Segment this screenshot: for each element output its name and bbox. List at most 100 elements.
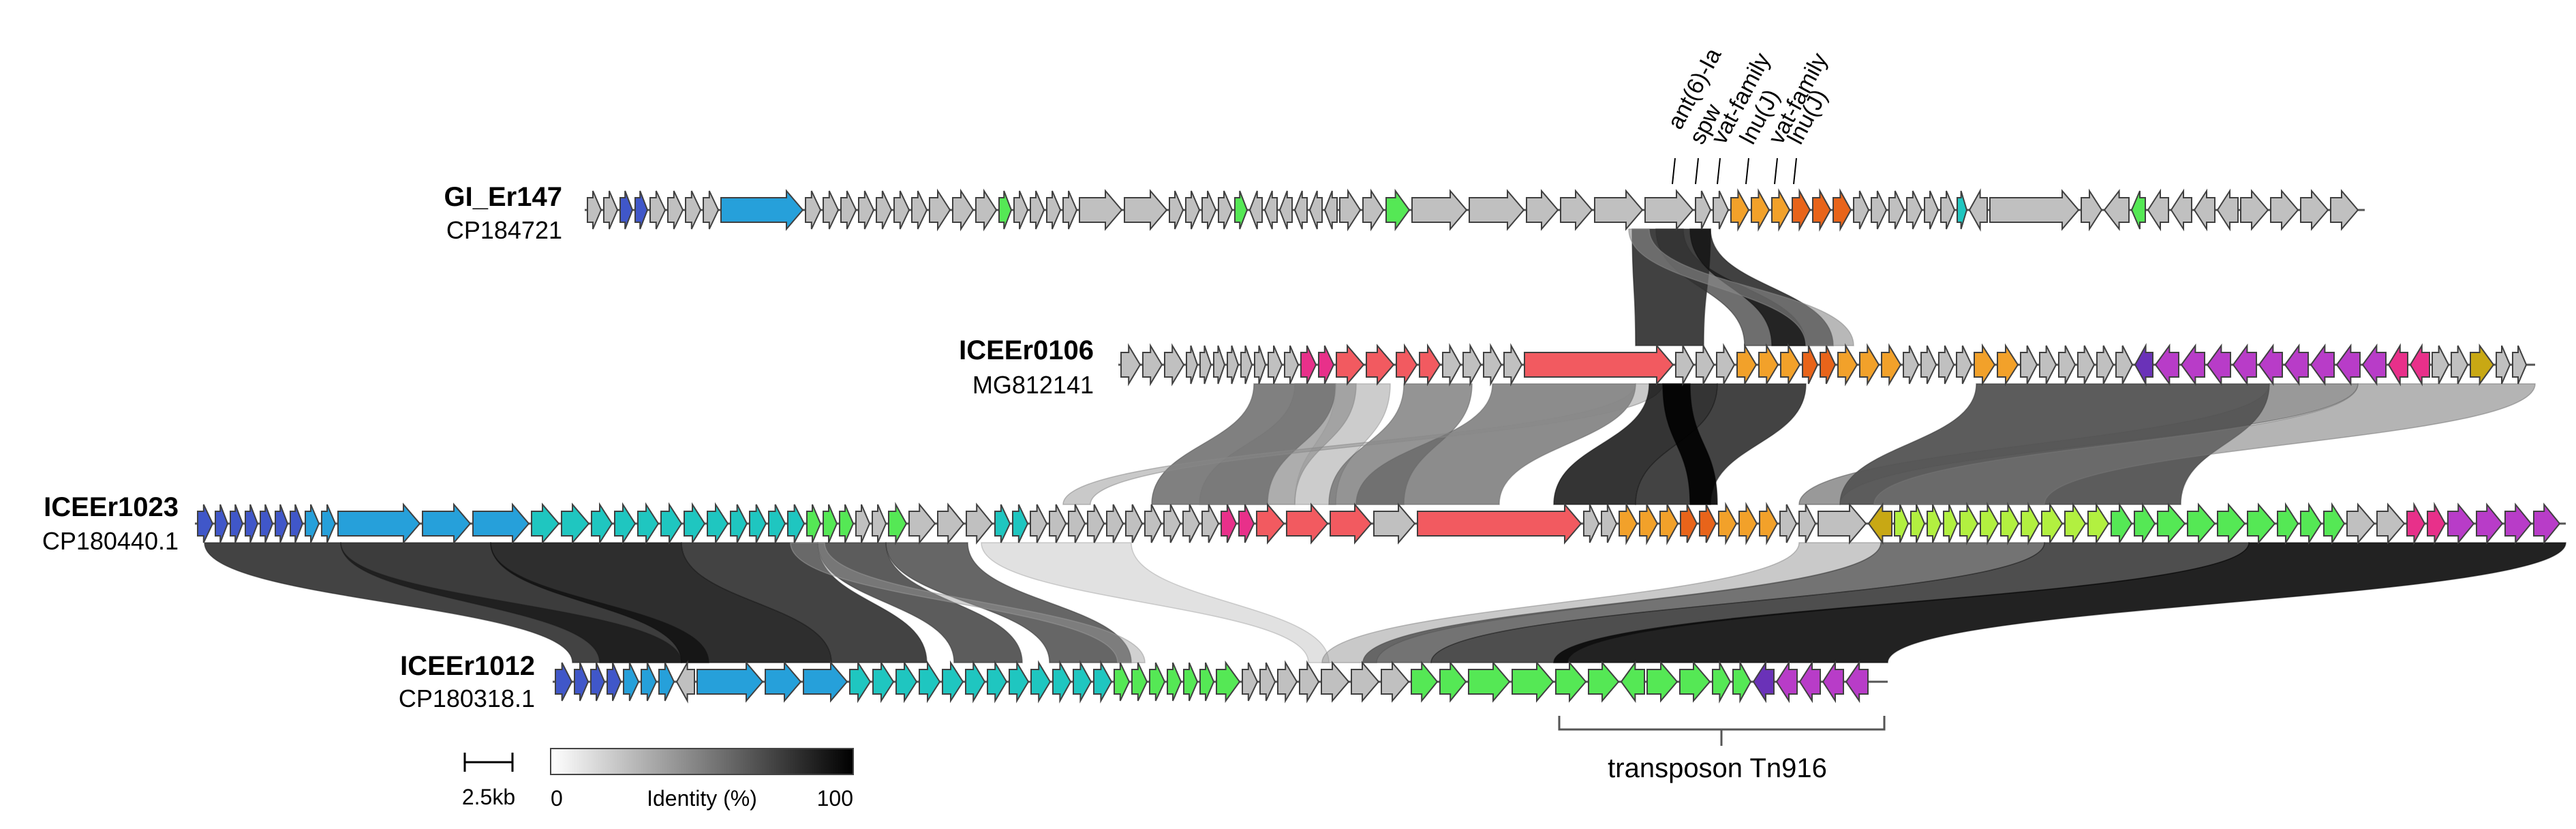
gene-arrow xyxy=(1555,661,1587,703)
gene-arrow xyxy=(555,662,573,702)
gene-arrow xyxy=(1468,661,1511,703)
gene-arrow xyxy=(1240,345,1253,385)
gene-arrow xyxy=(1213,345,1226,385)
gene-arrow xyxy=(1068,504,1086,543)
gene-arrow xyxy=(787,504,806,543)
gene-arrow xyxy=(749,504,767,543)
gene-label-leader xyxy=(1745,157,1749,185)
gene-arrow xyxy=(2217,502,2246,545)
gene-arrow xyxy=(623,662,640,702)
gene-arrow xyxy=(2170,188,2192,232)
gene-arrow xyxy=(2216,188,2239,232)
gene-arrow xyxy=(1736,343,1758,387)
gene-arrow xyxy=(2130,190,2146,230)
gene-arrow xyxy=(730,504,748,543)
gene-arrow xyxy=(2476,502,2504,545)
gene-arrow xyxy=(1812,188,1832,232)
gene-arrow xyxy=(2270,189,2299,231)
gene-arrow xyxy=(2504,502,2532,545)
gene-arrow xyxy=(1675,343,1695,387)
gene-arrow xyxy=(1385,188,1411,232)
homology-ribbon xyxy=(1662,383,1718,505)
gene-arrow xyxy=(1419,343,1441,387)
gene-arrow xyxy=(1594,189,1644,231)
transposon-bracket: transposon Tn916 xyxy=(1558,716,1886,783)
gene-arrow xyxy=(1526,189,1559,231)
legend-min: 0 xyxy=(551,786,563,811)
gene-arrow xyxy=(1046,190,1062,230)
gene-arrow xyxy=(1894,504,1910,543)
gene-arrow xyxy=(1927,504,1942,543)
gene-arrow xyxy=(2087,502,2110,545)
homology-ribbon xyxy=(1873,383,2536,505)
legend-max: 100 xyxy=(817,786,853,811)
gene-arrow xyxy=(1639,502,1659,545)
gene-arrow xyxy=(1362,188,1385,232)
gene-arrow xyxy=(911,190,928,230)
gene-arrow xyxy=(587,190,602,230)
gene-arrow xyxy=(215,504,229,543)
genome-track-1 xyxy=(585,188,2365,232)
gene-arrow xyxy=(1680,504,1698,543)
homology-ribbon xyxy=(790,542,1146,663)
gene-label-leader xyxy=(1717,157,1721,185)
gene-arrow xyxy=(1751,188,1770,232)
gene-arrow xyxy=(1752,660,1775,704)
gene-arrow xyxy=(1588,661,1620,703)
gene-arrow xyxy=(275,504,289,543)
gene-arrow xyxy=(607,662,622,702)
gene-arrow xyxy=(937,502,965,545)
gene-arrow xyxy=(1695,190,1712,230)
gene-arrow xyxy=(1381,661,1410,703)
gene-arrow xyxy=(1263,190,1278,230)
gene-arrow xyxy=(1417,502,1582,545)
gene-arrow xyxy=(765,661,802,703)
gene-arrow xyxy=(1248,190,1263,230)
gene-arrow xyxy=(660,502,683,545)
gene-arrow xyxy=(634,190,649,230)
gene-arrow xyxy=(1837,343,1858,387)
scale-bar-line xyxy=(463,753,514,772)
gene-arrow xyxy=(1227,345,1240,385)
gene-arrow xyxy=(1833,188,1852,232)
gene-arrow xyxy=(1646,661,1678,703)
gene-arrow xyxy=(1012,504,1029,543)
track-name-iceer1012: ICEEr1012 xyxy=(400,651,535,681)
gene-arrow xyxy=(2376,502,2406,545)
gene-arrow xyxy=(1524,344,1674,386)
gene-arrow xyxy=(230,504,244,543)
homology-ribbon xyxy=(981,542,1330,663)
gene-arrow xyxy=(1030,190,1045,230)
track-name-iceer0106: ICEEr0106 xyxy=(959,335,1094,365)
gene-label-leader xyxy=(1774,157,1778,185)
gene-arrow xyxy=(1859,343,1880,387)
gene-arrow xyxy=(1106,504,1124,543)
gene-arrow xyxy=(823,504,838,543)
gene-arrow xyxy=(603,190,619,230)
gene-arrow xyxy=(1968,188,1988,232)
gene-arrow xyxy=(1221,504,1238,543)
gene-arrow xyxy=(1167,662,1182,702)
gene-arrow xyxy=(1013,190,1029,230)
gene-arrow xyxy=(2470,343,2495,387)
gene-arrow xyxy=(1798,504,1817,543)
gene-arrow xyxy=(2020,345,2038,385)
gene-arrow xyxy=(1601,504,1618,543)
gene-arrow xyxy=(2077,345,2096,385)
gene-arrow xyxy=(858,190,875,230)
gene-arrow xyxy=(1738,502,1758,545)
gene-arrow xyxy=(1131,662,1148,702)
gene-arrow xyxy=(1318,345,1335,385)
gene-arrow xyxy=(1442,343,1462,387)
gene-arrow xyxy=(1351,661,1380,703)
gene-arrow xyxy=(703,190,720,230)
gene-arrow xyxy=(675,660,695,704)
gene-arrow xyxy=(1980,502,1999,545)
gene-arrow xyxy=(855,504,871,543)
gene-arrow xyxy=(2247,502,2276,545)
gene-arrow xyxy=(1254,345,1267,385)
gene-arrow xyxy=(805,190,822,230)
scale-bar: 2.5kb xyxy=(462,753,515,809)
gene-arrow xyxy=(1730,188,1750,232)
gene-arrow xyxy=(1802,345,1819,385)
